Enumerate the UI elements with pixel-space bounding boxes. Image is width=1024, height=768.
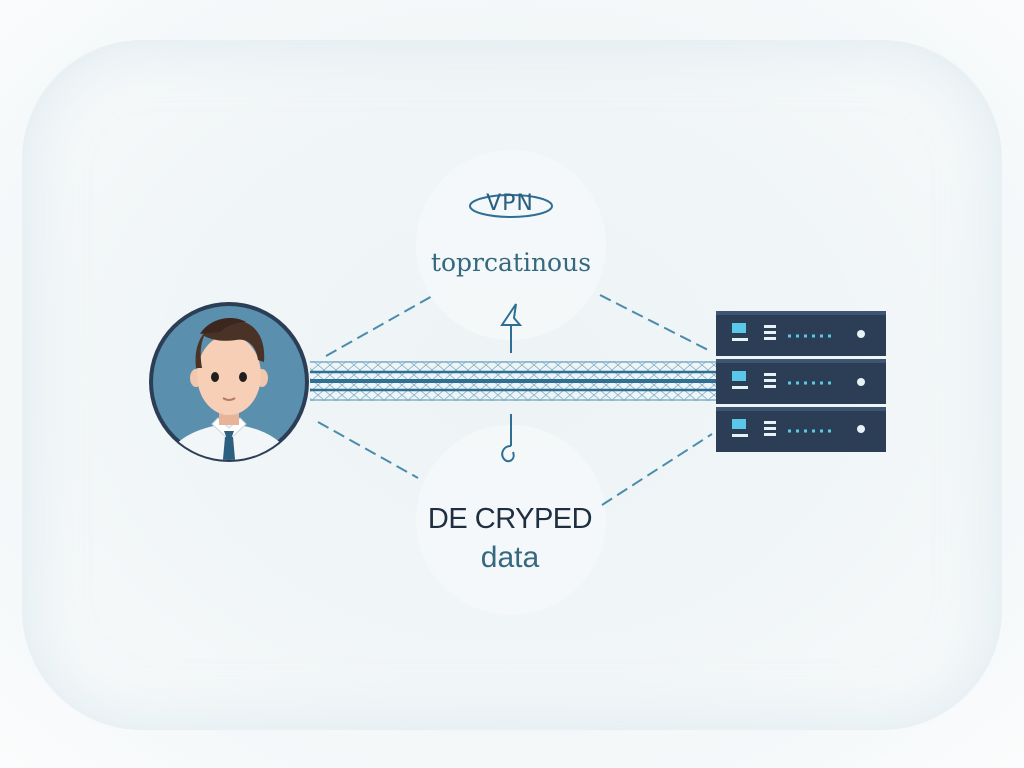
connector-hook-icon: [501, 414, 515, 463]
dashed-connectors: [317, 294, 713, 506]
decrypted-label: DE CRYPED: [427, 503, 593, 535]
dashed-line-top-left: [325, 294, 435, 357]
encrypted-tunnel: [310, 361, 720, 401]
dashed-line-bottom-left: [317, 421, 419, 479]
vpn-label: VPN: [486, 191, 534, 216]
server-rack: [716, 311, 886, 452]
top-caption: toprcatinous: [430, 248, 592, 277]
server-unit: [716, 407, 886, 452]
user-avatar: [149, 302, 309, 462]
server-unit: [716, 311, 886, 356]
vpn-ring-icon: [469, 194, 553, 218]
dashed-line-top-right: [599, 294, 713, 353]
top-glow: [416, 150, 606, 340]
dashed-line-bottom-right: [601, 433, 713, 506]
data-label: data: [480, 541, 540, 574]
bottom-glow: [416, 425, 606, 615]
server-unit: [716, 359, 886, 404]
connector-plug-icon: [500, 303, 523, 353]
